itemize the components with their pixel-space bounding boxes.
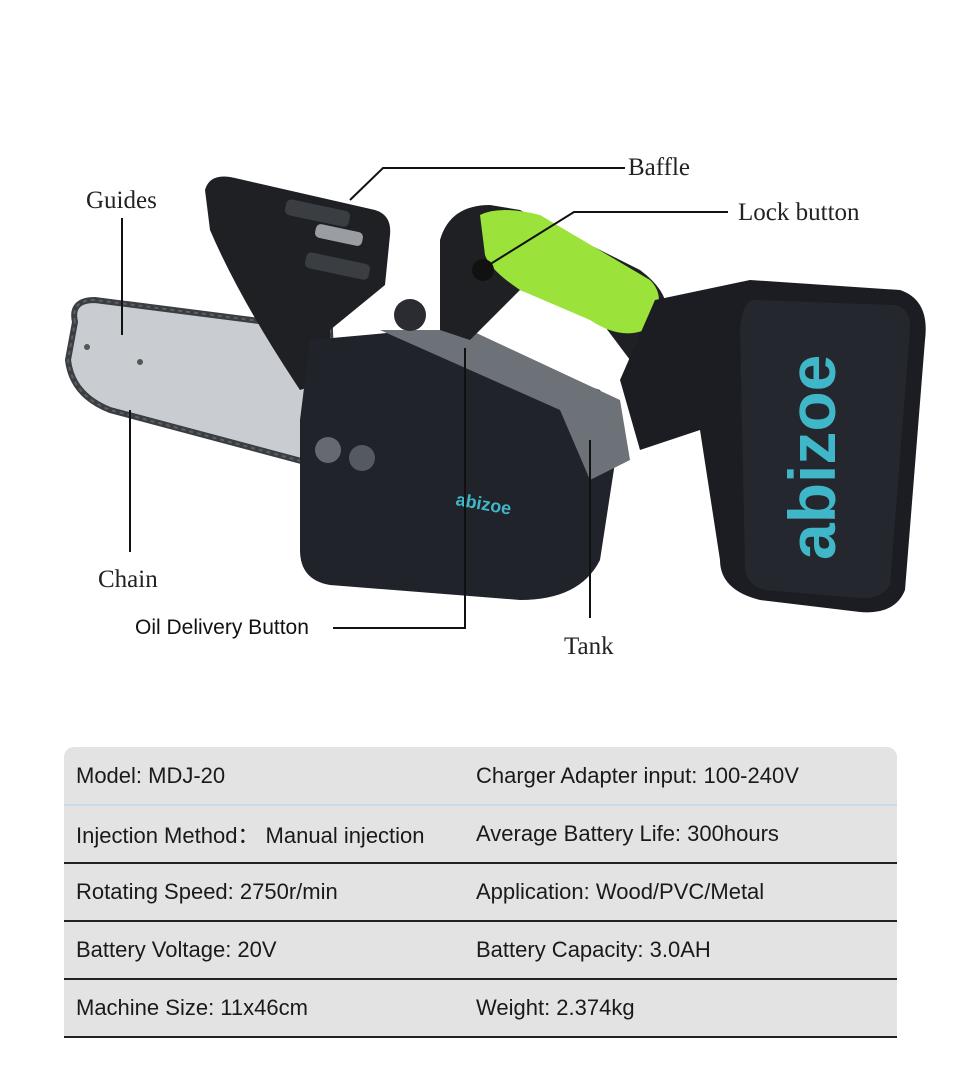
baffle-guard	[205, 176, 391, 390]
spec-right-cell: Weight: 2.374kg	[476, 995, 635, 1020]
spec-right-cell: Battery Capacity: 3.0AH	[476, 937, 711, 962]
battery-pack: abizoe	[620, 280, 926, 613]
leader-lines	[121, 167, 728, 629]
lock-button-leader	[483, 211, 728, 269]
guide-bar	[64, 296, 339, 474]
spec-left-cell: Machine Size: 11x46cm	[76, 995, 308, 1020]
baffle-leader	[349, 167, 625, 201]
spec-left-cell: Injection Method： Manual injection	[76, 823, 425, 848]
spec-left-cell: Battery Voltage: 20V	[76, 937, 277, 962]
spec-right-cell: Charger Adapter input: 100-240V	[476, 762, 799, 788]
spec-left-cell: Rotating Speed: 2750r/min	[76, 879, 338, 904]
handle	[440, 205, 667, 360]
chainsaw-illustration: abizoe abizoe	[64, 167, 926, 629]
spec-right-cell: Average Battery Life: 300hours	[476, 821, 779, 846]
oil-delivery-leader	[333, 348, 466, 629]
spec-row: Machine Size: 11x46cm Weight: 2.374kg	[64, 980, 897, 1038]
spec-row: Model: MDJ-20 Charger Adapter input: 100…	[64, 747, 897, 806]
callout-guides: Guides	[86, 187, 157, 214]
battery-logo: abizoe	[775, 355, 849, 560]
product-image-area: abizoe abizoe Baffle Guides Lock but	[64, 154, 926, 660]
callout-oil-delivery-button: Oil Delivery Button	[135, 616, 309, 639]
callout-chain: Chain	[98, 566, 158, 593]
spec-row: Battery Voltage: 20V Battery Capacity: 3…	[64, 922, 897, 980]
spec-table: Model: MDJ-20 Charger Adapter input: 100…	[64, 747, 897, 1038]
spec-row: Injection Method： Manual injection Avera…	[64, 806, 897, 864]
spec-left-cell: Model: MDJ-20	[76, 762, 226, 788]
callout-baffle: Baffle	[628, 154, 691, 181]
spec-row: Rotating Speed: 2750r/min Application: W…	[64, 864, 897, 922]
callout-tank: Tank	[564, 633, 614, 660]
callout-lock-button: Lock button	[738, 199, 860, 226]
spec-right-cell: Application: Wood/PVC/Metal	[476, 879, 765, 904]
